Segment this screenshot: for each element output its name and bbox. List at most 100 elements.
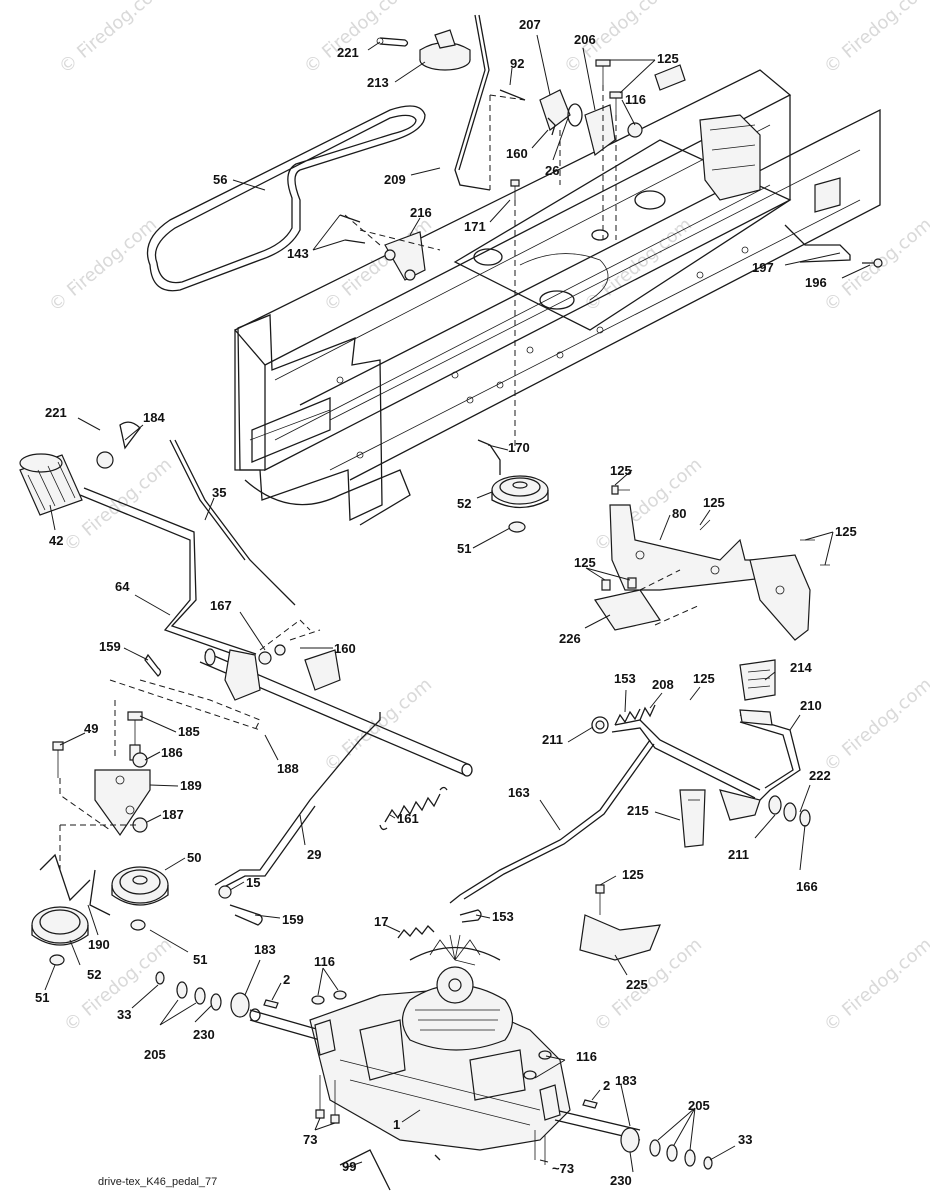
callout-216: 216 — [410, 205, 432, 220]
callout-125g: 125 — [622, 867, 644, 882]
callout-186: 186 — [161, 745, 183, 760]
pedal-pad-214 — [739, 659, 776, 701]
bracket-189 — [52, 711, 151, 837]
callout-73a: 73 — [303, 1132, 318, 1147]
callout-205b: 205 — [688, 1098, 710, 1113]
callout-116a: 116 — [625, 92, 646, 107]
callout-52b: 52 — [87, 967, 102, 982]
callout-29: 29 — [307, 847, 322, 862]
callout-99: 99 — [342, 1159, 357, 1174]
callout-42: 42 — [49, 533, 64, 548]
callout-15: 15 — [246, 875, 261, 890]
bracket-216 — [339, 214, 426, 281]
callout-209: 209 — [384, 172, 406, 187]
callout-125a: 125 — [657, 51, 679, 66]
spring-17 — [397, 925, 435, 939]
bracket-207-206 — [499, 59, 643, 157]
brake-rod-197 — [784, 224, 883, 268]
washers-right — [582, 1099, 713, 1170]
callout-221b: 221 — [45, 405, 67, 420]
callout-185: 185 — [178, 724, 200, 739]
nuts-116 — [311, 990, 552, 1080]
rod-99 — [339, 1149, 441, 1191]
lever-35-64 — [79, 421, 296, 661]
callout-33b: 33 — [738, 1132, 753, 1147]
callout-56: 56 — [213, 172, 228, 187]
callout-207: 207 — [519, 17, 541, 32]
pulley-52-center — [477, 439, 549, 533]
shield-225 — [579, 884, 661, 961]
callout-211a: 211 — [542, 732, 563, 747]
drive-belt — [146, 105, 426, 292]
callout-125f: 125 — [693, 671, 715, 686]
rod-29 — [214, 712, 381, 926]
leader-lines — [44, 34, 871, 1173]
callout-64: 64 — [115, 579, 130, 594]
callout-116b: 116 — [314, 954, 335, 969]
callout-214: 214 — [790, 660, 812, 675]
callout-187: 187 — [162, 807, 184, 822]
spring-161 — [379, 786, 448, 831]
callout-26: 26 — [545, 163, 560, 178]
callout-153a: 153 — [614, 671, 636, 686]
callout-73b: ~73 — [552, 1161, 575, 1176]
callout-143: 143 — [287, 246, 309, 261]
spring-208-153 — [614, 704, 656, 726]
idler-pulley-50 — [111, 866, 169, 931]
callout-188: 188 — [277, 761, 299, 776]
callout-205a: 205 — [144, 1047, 166, 1062]
callout-225: 225 — [626, 977, 648, 992]
callout-125e: 125 — [574, 555, 596, 570]
callout-210: 210 — [800, 698, 822, 713]
callout-159b: 159 — [282, 912, 304, 927]
callout-189: 189 — [180, 778, 202, 793]
lift-rod-209 — [454, 14, 491, 191]
pedal-arm-210 — [591, 709, 801, 821]
tractor-frame — [233, 64, 881, 526]
callout-170: 170 — [508, 440, 530, 455]
bracket-190 — [39, 853, 111, 916]
callout-52a: 52 — [457, 496, 472, 511]
callout-183a: 183 — [254, 942, 276, 957]
callout-50: 50 — [187, 850, 202, 865]
callout-230b: 230 — [610, 1173, 632, 1188]
washers-left — [155, 971, 279, 1018]
callout-221a: 221 — [337, 45, 359, 60]
callout-35: 35 — [212, 485, 227, 500]
grip-42 — [19, 453, 83, 516]
callout-125b: 125 — [610, 463, 632, 478]
callout-161: 161 — [397, 811, 419, 826]
callout-51b: 51 — [193, 952, 208, 967]
callout-51c: 51 — [35, 990, 50, 1005]
callout-230a: 230 — [193, 1027, 215, 1042]
diagram-caption: drive-tex_K46_pedal_77 — [98, 1176, 218, 1188]
callout-171: 171 — [464, 219, 486, 234]
pedal-cover-215 — [679, 789, 706, 848]
callout-51a: 51 — [457, 541, 472, 556]
callout-213: 213 — [367, 75, 389, 90]
callout-196: 196 — [805, 275, 827, 290]
callout-33a: 33 — [117, 1007, 132, 1022]
knob-213 — [419, 29, 471, 71]
callout-2b: 2 — [603, 1078, 611, 1093]
callout-116c: 116 — [576, 1049, 597, 1064]
transaxle-1 — [249, 934, 641, 1151]
callout-211b: 211 — [728, 847, 749, 862]
callout-167: 167 — [210, 598, 232, 613]
callout-183b: 183 — [615, 1073, 637, 1088]
rod-163 — [449, 739, 655, 904]
callout-197: 197 — [752, 260, 774, 275]
bracket-80 — [594, 485, 830, 641]
bolts-73 — [315, 1075, 546, 1165]
pulley-52-left — [31, 906, 89, 966]
callout-222: 222 — [809, 768, 831, 783]
callout-125d: 125 — [835, 524, 857, 539]
callout-226: 226 — [559, 631, 581, 646]
callout-49: 49 — [84, 721, 99, 736]
callout-1: 1 — [393, 1117, 401, 1132]
callout-190: 190 — [88, 937, 110, 952]
callout-73b-value: 73 — [559, 1161, 575, 1176]
callout-160b: 160 — [334, 641, 356, 656]
callout-160a: 160 — [506, 146, 528, 161]
